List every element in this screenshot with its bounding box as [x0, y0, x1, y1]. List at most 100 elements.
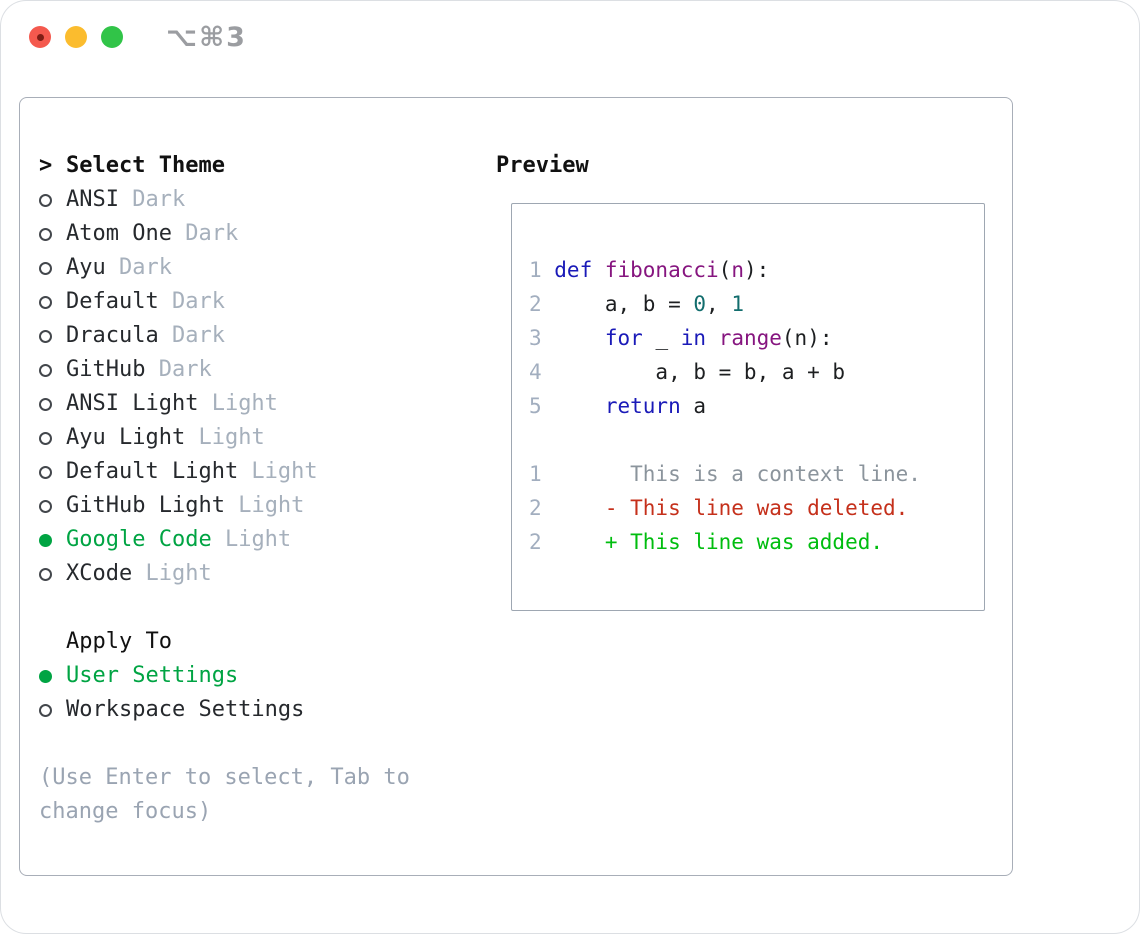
theme-option[interactable]: XCode Light: [39, 557, 479, 591]
code-token: 0: [693, 292, 707, 316]
radio-ring: [39, 499, 52, 513]
radio-ring: [39, 669, 52, 683]
theme-option[interactable]: Ayu Dark: [39, 251, 479, 285]
radio-ring: [39, 703, 52, 717]
minimize-button[interactable]: [65, 26, 87, 48]
theme-name: XCode: [66, 561, 133, 586]
theme-variant: Light: [224, 493, 305, 518]
apply-target-label: User Settings: [66, 663, 239, 688]
titlebar: ⌥⌘3: [0, 0, 1140, 74]
diff-line-context: 1 This is a context line.: [529, 457, 921, 491]
maximize-button[interactable]: [101, 26, 123, 48]
code-token: a, b =: [554, 292, 694, 316]
cursor-icon: >: [39, 153, 53, 178]
theme-name: ANSI Light: [66, 391, 199, 416]
theme-option[interactable]: ANSI Light Light: [39, 387, 479, 421]
close-button[interactable]: [29, 26, 51, 48]
apply-target-label: Workspace Settings: [66, 697, 305, 722]
diff-line-deleted: 2 - This line was deleted.: [529, 491, 921, 525]
theme-name: GitHub: [66, 357, 146, 382]
code-token: for: [604, 326, 643, 350]
code-line: 5 return a: [529, 389, 921, 423]
code-token: in: [680, 326, 707, 350]
diff-text: - This line was deleted.: [554, 496, 909, 520]
theme-variant: Dark: [158, 323, 225, 348]
radio-icon: [39, 193, 66, 207]
radio-icon: [39, 703, 66, 717]
blank-code-line: [529, 423, 921, 457]
radio-ring: [39, 227, 52, 241]
code-token: range: [718, 326, 782, 350]
theme-option[interactable]: GitHub Light Light: [39, 489, 479, 523]
radio-icon: [39, 567, 66, 581]
radio-icon: [39, 329, 66, 343]
code-line: 2 a, b = 0, 1: [529, 287, 921, 321]
radio-ring: [39, 363, 52, 377]
code-line: 3 for _ in range(n):: [529, 321, 921, 355]
line-number: 3: [529, 326, 542, 350]
code-token: n: [731, 258, 744, 282]
close-button-dot: [36, 33, 44, 41]
apply-to-title: Apply To: [66, 629, 172, 654]
code-token: ):: [743, 258, 770, 282]
radio-icon: [39, 295, 66, 309]
line-number: 2: [529, 496, 542, 520]
theme-variant: Dark: [145, 357, 212, 382]
theme-variant: Light: [198, 391, 278, 416]
code-token: 1: [731, 292, 744, 316]
theme-option[interactable]: Ayu Light Light: [39, 421, 479, 455]
code-token: a: [680, 394, 707, 418]
theme-name: Default Light: [66, 459, 239, 484]
theme-name: Ayu: [66, 255, 106, 280]
theme-name: Dracula: [66, 323, 159, 348]
theme-option[interactable]: Dracula Dark: [39, 319, 479, 353]
apply-option[interactable]: User Settings: [39, 659, 479, 693]
diff-text: This is a context line.: [554, 462, 921, 486]
line-number: 1: [529, 462, 542, 486]
apply-option[interactable]: Workspace Settings: [39, 693, 479, 727]
line-number: 2: [529, 530, 542, 554]
select-theme-header: > Select Theme: [39, 149, 479, 183]
line-number: 1: [529, 258, 542, 282]
preview-title: Preview: [496, 153, 589, 178]
radio-icon: [39, 227, 66, 241]
theme-name: ANSI: [66, 187, 119, 212]
code-token: [554, 394, 605, 418]
code-token: [554, 326, 605, 350]
theme-option[interactable]: Default Light Light: [39, 455, 479, 489]
code-token: (n):: [781, 326, 833, 350]
line-number: 4: [529, 360, 542, 384]
radio-icon: [39, 465, 66, 479]
theme-option[interactable]: ANSI Dark: [39, 183, 479, 217]
line-number: 2: [529, 292, 542, 316]
radio-ring: [39, 431, 52, 445]
theme-variant: Light: [132, 561, 212, 586]
radio-ring: [39, 193, 52, 207]
radio-selected-icon: [39, 533, 66, 547]
theme-name: Atom One: [66, 221, 172, 246]
hint-text-line2: change focus): [39, 799, 212, 824]
code-line: 4 a, b = b, a + b: [529, 355, 921, 389]
theme-option[interactable]: Default Dark: [39, 285, 479, 319]
code-token: fibonacci: [604, 258, 719, 282]
theme-name: GitHub Light: [66, 493, 225, 518]
select-theme-title: Select Theme: [66, 153, 225, 178]
theme-option[interactable]: GitHub Dark: [39, 353, 479, 387]
hint-text-line1: (Use Enter to select, Tab to: [39, 765, 410, 790]
radio-icon: [39, 363, 66, 377]
code-token: [706, 326, 719, 350]
theme-variant: Dark: [171, 221, 239, 246]
theme-name: Default: [66, 289, 159, 314]
code-token: def: [554, 258, 605, 282]
theme-option[interactable]: Atom One Dark: [39, 217, 479, 251]
radio-selected-icon: [39, 669, 66, 683]
diff-text: + This line was added.: [554, 530, 884, 554]
radio-icon: [39, 431, 66, 445]
theme-option[interactable]: Google Code Light: [39, 523, 479, 557]
